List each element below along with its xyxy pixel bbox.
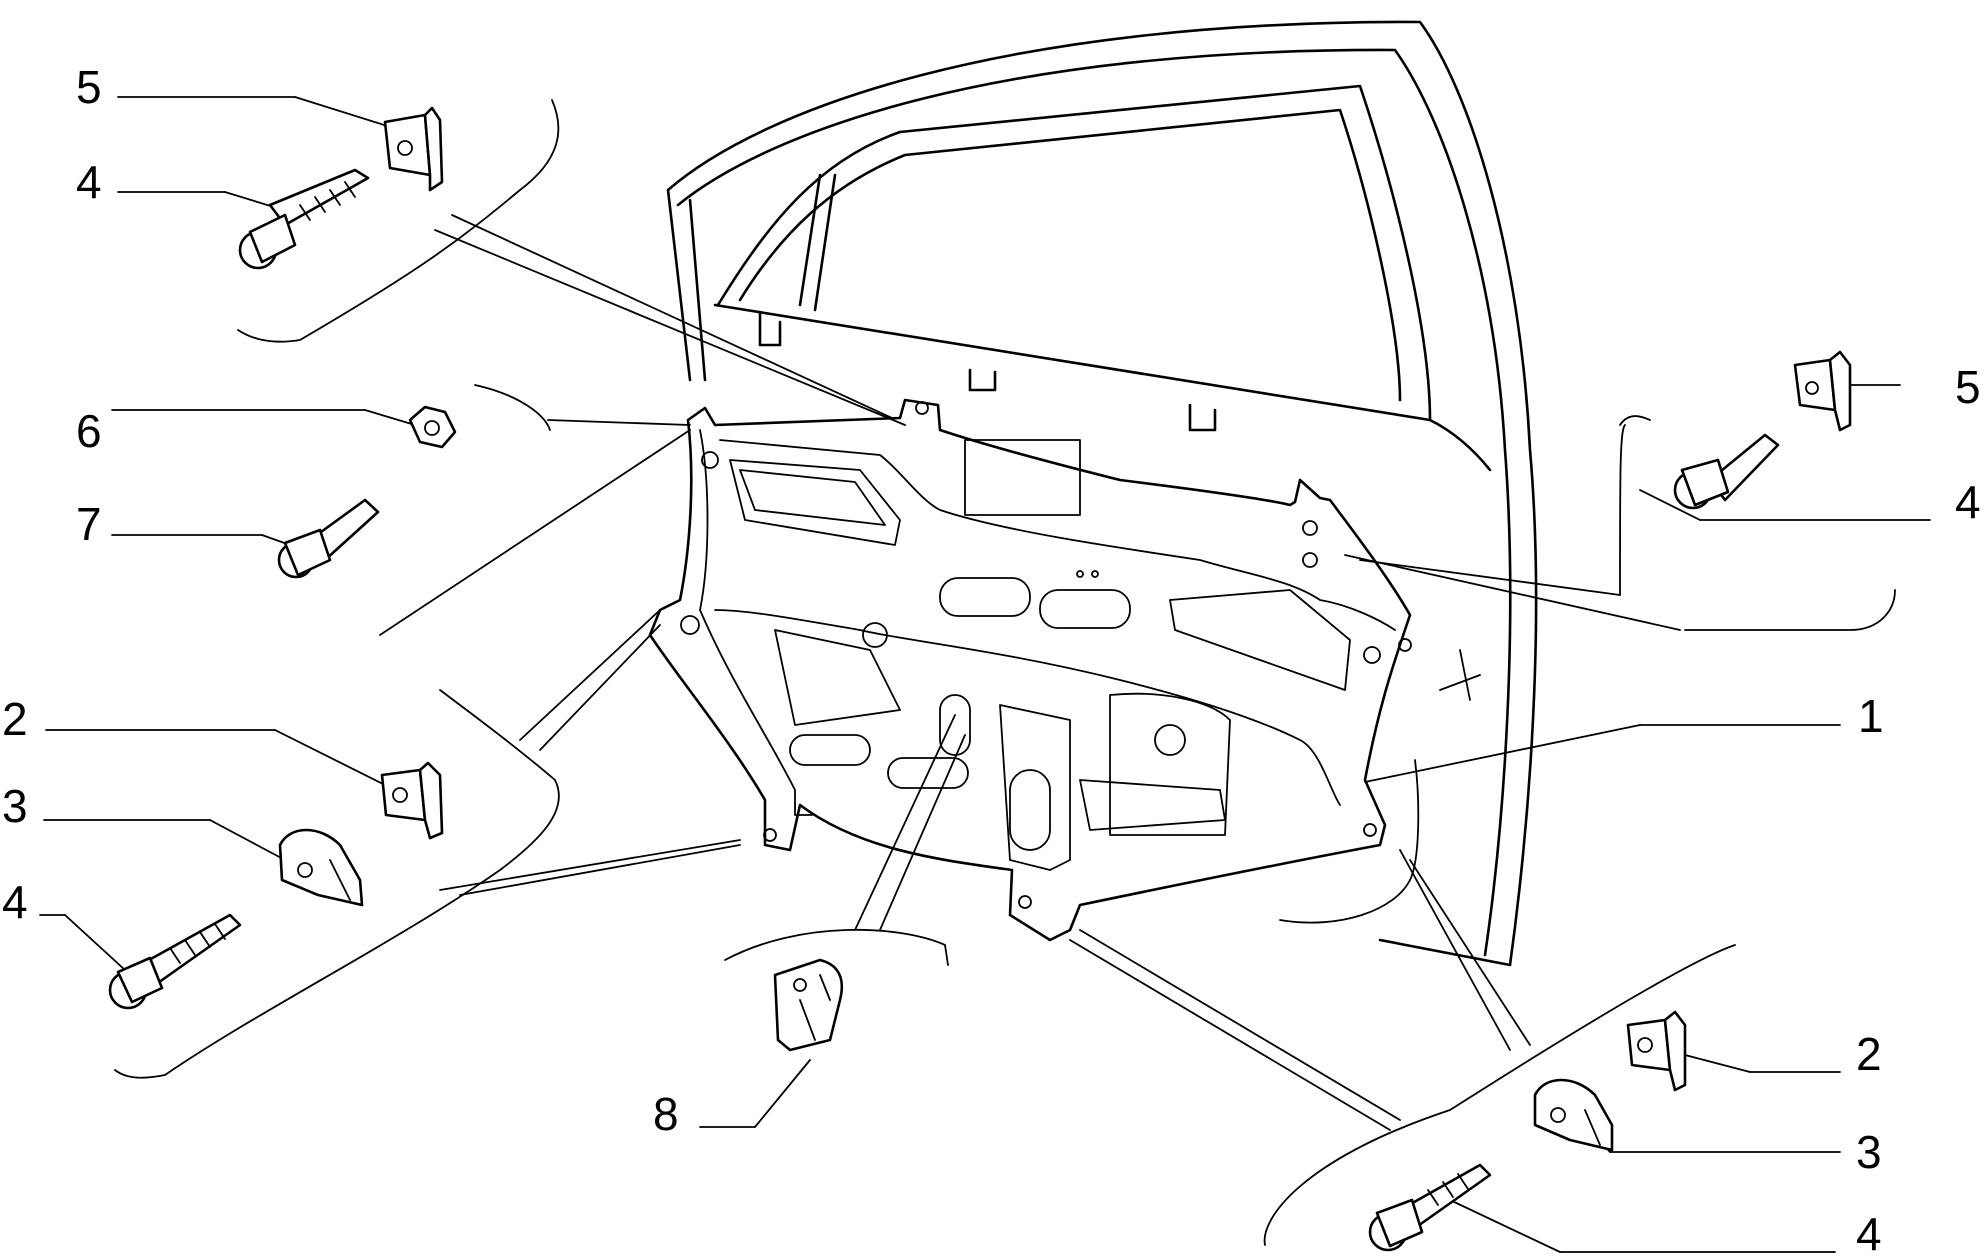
callout-1: 1 [1858, 690, 1884, 742]
callout-4-top-left: 4 [76, 156, 102, 208]
callout-labels: 5 4 6 7 2 3 4 5 4 1 8 2 3 4 [2, 61, 1981, 1257]
callout-8: 8 [653, 1088, 679, 1140]
callout-4-bottom: 4 [1856, 1208, 1882, 1257]
callout-leaders [39, 96, 1931, 1253]
callout-5-top-left: 5 [76, 61, 102, 113]
callout-6: 6 [76, 405, 102, 457]
bolt-right [1673, 433, 1780, 510]
window-regulator-panel [648, 398, 1412, 942]
screw-left [108, 913, 242, 1010]
clip-nut-right [1793, 350, 1852, 432]
leader-lines [379, 214, 1841, 1131]
clip-nut-bottom-right [1626, 1010, 1687, 1092]
screw-top-left [238, 168, 370, 270]
callout-2-bottom-right: 2 [1856, 1028, 1882, 1080]
callout-3-bottom-right: 3 [1856, 1126, 1882, 1178]
clip-nut-left [380, 761, 444, 840]
callout-7: 7 [76, 498, 102, 550]
clip-nut-top-left [383, 106, 444, 192]
screw-bottom [1368, 1163, 1492, 1252]
hex-nut [408, 405, 457, 449]
callout-2-left: 2 [2, 693, 28, 745]
callout-5-right: 5 [1955, 361, 1981, 413]
door-frame [666, 20, 1538, 967]
retaining-clip [773, 958, 844, 1052]
bolt [277, 498, 380, 579]
callout-4-right: 4 [1955, 476, 1981, 528]
group-brackets [114, 99, 1896, 1246]
speed-clip-left [278, 828, 364, 907]
speed-clip-bottom-right [1533, 1078, 1614, 1152]
callout-3-left: 3 [2, 780, 28, 832]
callout-4-left: 4 [2, 876, 28, 928]
